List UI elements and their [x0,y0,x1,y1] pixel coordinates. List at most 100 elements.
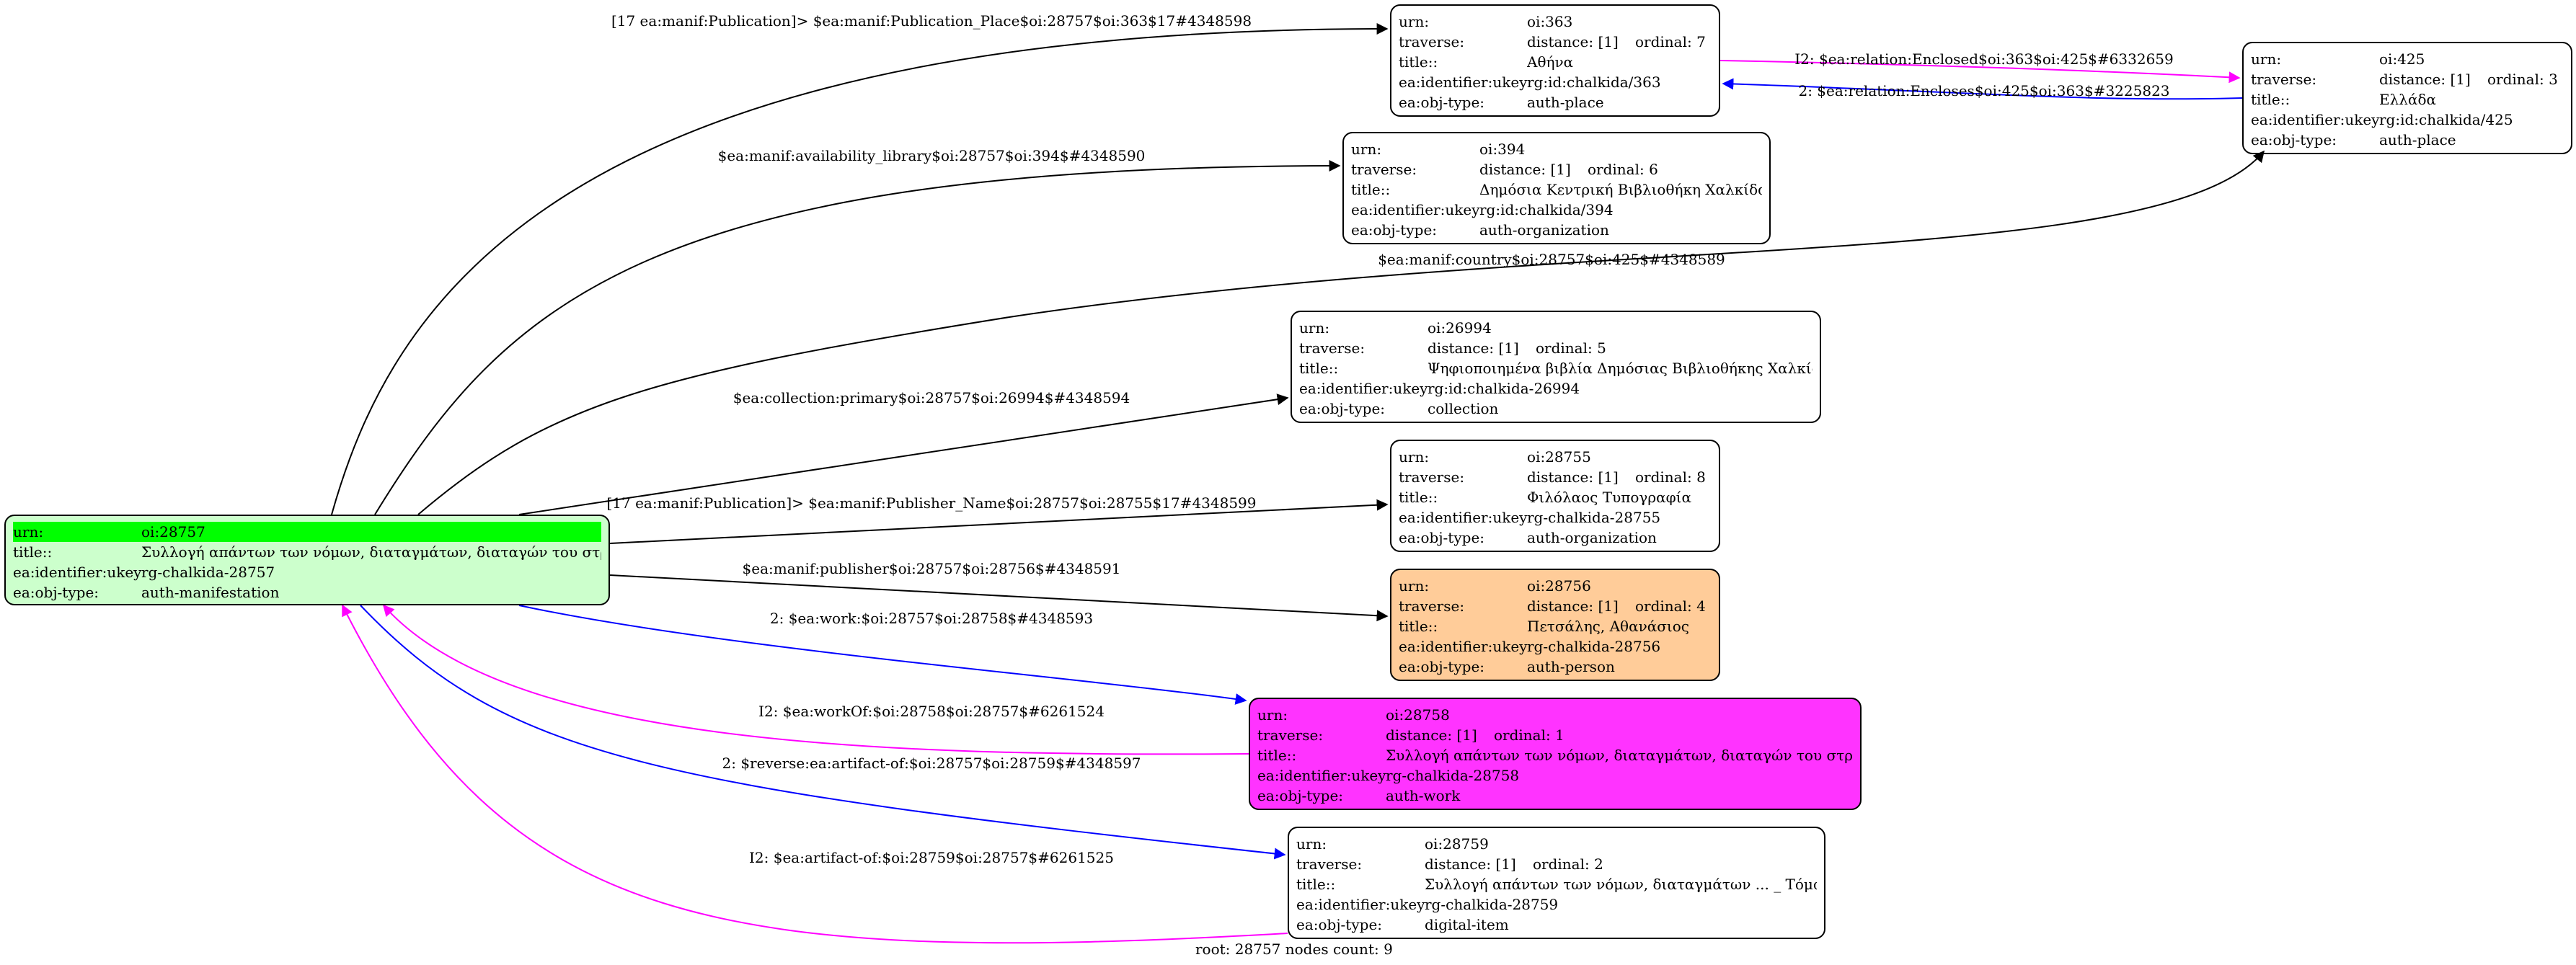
field-key: title:: [1399,489,1438,506]
field-key: ea:identifier:ukey [1351,201,1480,218]
field-value: auth-work [1386,787,1461,804]
node-field-row: title::Συλλογή απάντων των νόμων, διαταγ… [1296,874,1817,894]
node-field-row: traverse:distance: [1]ordinal: 1 [1257,725,1853,745]
field-key: title:: [1296,876,1336,893]
node-field-row: ea:obj-type:auth-organization [1351,220,1762,240]
traverse-ordinal: ordinal: 7 [1635,33,1706,50]
edge-publication-place [331,23,1389,515]
traverse-distance: distance: [1] [1479,161,1571,178]
node-field-row: title::Πετσάλης, Αθανάσιος [1399,616,1712,636]
field-value: Ψηφιοποιημένα βιβλία Δημόσιας Βιβλιοθήκη… [1428,360,1813,377]
edge-label-country: $ea:manif:country$oi:28757$oi:425$#43485… [1378,251,1725,268]
field-key: traverse: [1399,468,1465,486]
node-field-row: ea:obj-type:digital-item [1296,915,1817,935]
field-key: ea:identifier:ukey [1399,638,1528,655]
field-key: title:: [13,543,53,561]
node-field-row: urn:oi:28758 [1257,705,1853,725]
field-value: auth-place [1527,94,1604,111]
node-field-row: urn:oi:394 [1351,139,1762,159]
traverse-ordinal: ordinal: 4 [1635,597,1706,615]
field-key: urn: [1399,448,1430,466]
edge-collection-primary [518,393,1289,515]
field-key: ea:obj-type: [1399,658,1485,675]
field-key: title:: [1257,747,1297,764]
node-field-row: ea:obj-type:auth-manifestation [13,582,601,602]
field-value: oi:394 [1479,141,1526,158]
field-value: oi:28757 [141,523,205,541]
field-value: oi:28759 [1425,835,1489,853]
field-key: ea:obj-type: [2251,131,2337,148]
field-value: rg:id:chalkida/425 [2379,111,2513,128]
field-value: auth-manifestation [141,584,280,601]
field-key: traverse: [2251,71,2317,88]
node-field-row: ea:obj-type:auth-organization [1399,528,1712,548]
edge-label-publisher: $ea:manif:publisher$oi:28757$oi:28756$#4… [742,560,1121,577]
traverse-ordinal: ordinal: 2 [1533,855,1603,873]
traverse-ordinal: ordinal: 5 [1536,339,1606,357]
edge-relation-encloses [1722,78,2243,100]
edge-label-relation-encloses: 2: $ea:relation:Encloses$oi:425$oi:363$#… [1798,82,2170,99]
edge-label-publisher-name: [17 ea:manif:Publication]> $ea:manif:Pub… [606,494,1257,512]
traverse-ordinal: ordinal: 6 [1588,161,1658,178]
field-key: urn: [2251,50,2282,68]
node-field-row: ea:obj-type:auth-place [2251,130,2564,150]
field-key: traverse: [1351,161,1417,178]
edge-label-artifact-of: I2: $ea:artifact-of:$oi:28759$oi:28757$#… [749,849,1114,866]
node-field-row: ea:obj-type: auth-work [1257,786,1853,806]
field-key: title:: [2251,91,2290,108]
field-value: rg:id:chalkida-26994 [1428,380,1580,397]
node-field-row: traverse:distance: [1]ordinal: 3 [2251,69,2564,89]
field-value: oi:28758 [1386,706,1450,724]
traverse-distance: distance: [1] [1386,726,1477,744]
field-value: Συλλογή απάντων των νόμων, διαταγμάτων, … [141,543,601,561]
field-key: ea:identifier:ukey [1399,74,1528,91]
field-key: ea:identifier:ukey [1299,380,1428,397]
edge-publisher [609,574,1389,622]
traverse-ordinal: ordinal: 1 [1494,726,1564,744]
node-field-row: title::Συλλογή απάντων των νόμων, διαταγ… [13,542,601,562]
field-key: urn: [1399,577,1430,595]
field-key: ea:obj-type: [1351,221,1438,239]
edge-relation-enclosed [1719,60,2241,84]
field-key: title:: [1351,181,1391,198]
node-field-row: traverse:distance: [1]ordinal: 5 [1299,338,1813,358]
edge-label-work-of: I2: $ea:workOf:$oi:28758$oi:28757$#62615… [758,703,1105,720]
field-value: distance: [1] ordinal: 5 [1428,338,1813,358]
field-key: urn: [1299,319,1330,337]
field-value: distance: [1] ordinal: 7 [1527,32,1712,52]
field-key: urn: [1296,835,1327,853]
node-field-row: ea:obj-type:collection [1299,399,1813,419]
traverse-distance: distance: [1] [1527,33,1619,50]
traverse-distance: distance: [1] [1428,339,1519,357]
graph-footer: root: 28757 nodes count: 9 [1195,940,1393,958]
field-value: rg-chalkida-28755 [1527,509,1661,526]
field-value: Συλλογή απάντων των νόμων, διαταγμάτων, … [1386,747,1853,764]
field-value: Δημόσια Κεντρική Βιβλιοθήκη Χαλκίδας [1479,181,1762,198]
edge-availability-library [374,160,1341,515]
field-value: collection [1428,400,1499,417]
field-value: rg:id:chalkida/363 [1527,74,1661,91]
field-value: Φιλόλαος Τυπογραφία [1527,489,1691,506]
traverse-distance: distance: [1] [2379,71,2471,88]
edge-country [417,150,2265,515]
field-key: ea:obj-type: [1257,787,1344,804]
edge-label-collection-primary: $ea:collection:primary$oi:28757$oi:26994… [732,389,1130,406]
node-field-row: title::Αθήνα [1399,52,1712,72]
node-394[interactable]: urn:oi:394 traverse: distance: [1] ordinal:… [1342,132,1771,244]
field-value: distance: [1]ordinal: 2 [1425,854,1817,874]
field-key: ea:obj-type: [1399,94,1485,111]
field-value: Αθήνα [1527,53,1574,71]
field-key: title:: [1299,360,1339,377]
